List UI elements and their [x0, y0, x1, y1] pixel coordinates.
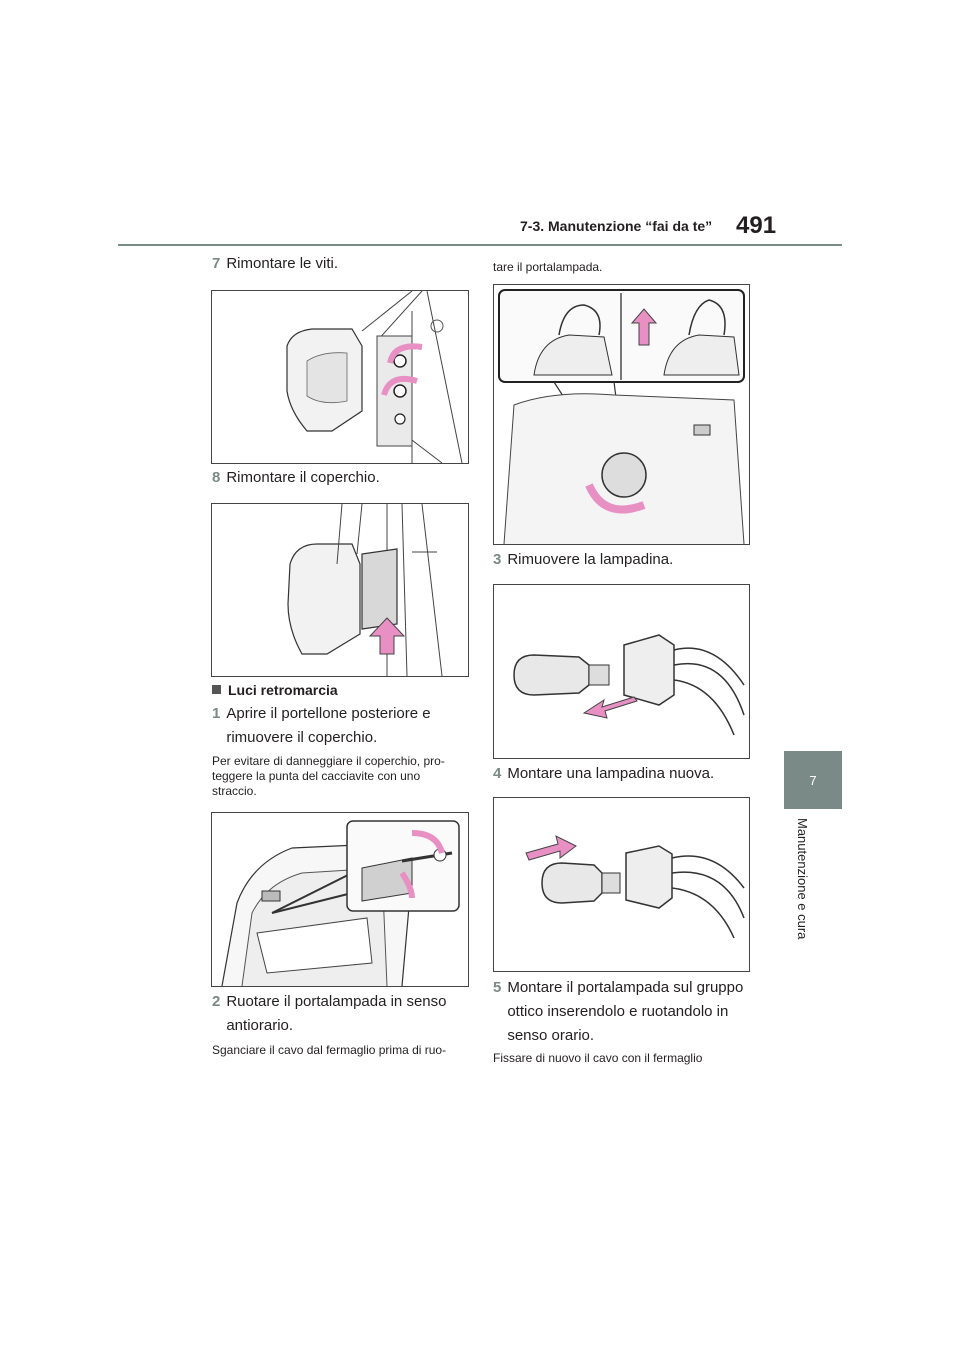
figure-bulb-holder-illustration — [498, 289, 745, 544]
step-2: 2 Ruotare il portalampada in senso antiora… — [212, 990, 446, 1038]
figure-bulb-holder — [493, 284, 750, 545]
step-4: 4 Montare una lampadina nuova. — [493, 762, 714, 786]
step-number: 5 — [493, 979, 502, 996]
figure-cover-illustration — [287, 504, 443, 676]
step-text-line: Montare il portalampada sul gruppo — [507, 979, 744, 996]
step-text: Aprire il portellone posteriore e rimuove… — [226, 702, 430, 750]
note-line: straccio. — [212, 784, 257, 798]
step-8: 8 Rimontare il coperchio. — [212, 466, 380, 490]
step-number: 4 — [493, 765, 502, 782]
figure-remove-bulb-illustration — [513, 634, 745, 736]
figure-screws-illustration — [286, 291, 463, 463]
step-number: 8 — [212, 469, 221, 486]
arrow-icon — [387, 343, 423, 364]
note-line: Per evitare di danneggiare il coperchio,… — [212, 754, 445, 768]
arrow-up-icon — [630, 308, 658, 346]
note-refix-cable: Fissare di nuovo il cavo con il fermagli… — [493, 1051, 703, 1065]
header-rule — [118, 244, 842, 246]
arrow-up-icon — [368, 617, 406, 655]
step-text-line: Aprire il portellone posteriore e — [226, 705, 431, 722]
step-1: 1 Aprire il portellone posteriore e rimuov… — [212, 702, 431, 750]
step-text: Ruotare il portalampada in senso antiorar… — [226, 990, 446, 1038]
step-text-line: Ruotare il portalampada in senso — [226, 993, 447, 1010]
step-text: Montare il portalampada sul gruppo ottico… — [507, 976, 743, 1048]
step-text-line: rimuovere il coperchio. — [226, 729, 378, 746]
step-text: Montare una lampadina nuova. — [507, 765, 715, 782]
figure-tailgate — [211, 812, 469, 987]
subheading-luci-retromarcia: Luci retromarcia — [212, 682, 338, 698]
step-3: 3 Rimuovere la lampadina. — [493, 548, 673, 572]
note-cable-cont: tare il portalampada. — [493, 260, 603, 274]
step-text: Rimontare il coperchio. — [226, 469, 380, 486]
step-number: 7 — [212, 255, 221, 272]
step-text-line: antiorario. — [226, 1017, 294, 1034]
note-line: teggere la punta del cacciavite con uno — [212, 769, 421, 783]
note-cable: Sganciare il cavo dal fermaglio prima di… — [212, 1043, 447, 1057]
bullet-square-icon — [212, 685, 221, 694]
step-text: Rimuovere la lampadina. — [507, 551, 674, 568]
figure-cover — [211, 503, 469, 677]
figure-install-bulb — [493, 797, 750, 972]
figure-screws — [211, 290, 469, 464]
step-number: 3 — [493, 551, 502, 568]
step-text-line: senso orario. — [507, 1027, 595, 1044]
figure-install-bulb-illustration — [525, 835, 745, 939]
arrow-right-icon — [525, 835, 577, 861]
page-number: 491 — [736, 212, 777, 239]
section-title: 7-3. Manutenzione “fai da te” — [520, 218, 713, 234]
arrow-left-icon — [582, 696, 638, 719]
figure-remove-bulb — [493, 584, 750, 759]
step-number: 1 — [212, 705, 221, 722]
step-5: 5 Montare il portalampada sul gruppo ottic… — [493, 976, 743, 1048]
step-7: 7 Rimontare le viti. — [212, 252, 338, 276]
step-number: 2 — [212, 993, 221, 1010]
step-text: Rimontare le viti. — [226, 255, 339, 272]
arrow-rotate-icon — [585, 483, 646, 514]
figure-tailgate-illustration — [221, 820, 460, 986]
arrow-rotate-icon — [411, 830, 445, 854]
note-screwdriver: Per evitare di danneggiare il coperchio,… — [212, 754, 445, 799]
chapter-label: Manutenzione e cura — [795, 818, 810, 940]
subheading-text: Luci retromarcia — [228, 682, 338, 698]
chapter-tab: 7 — [784, 751, 842, 809]
step-text-line: ottico inserendolo e ruotandolo in — [507, 1003, 729, 1020]
